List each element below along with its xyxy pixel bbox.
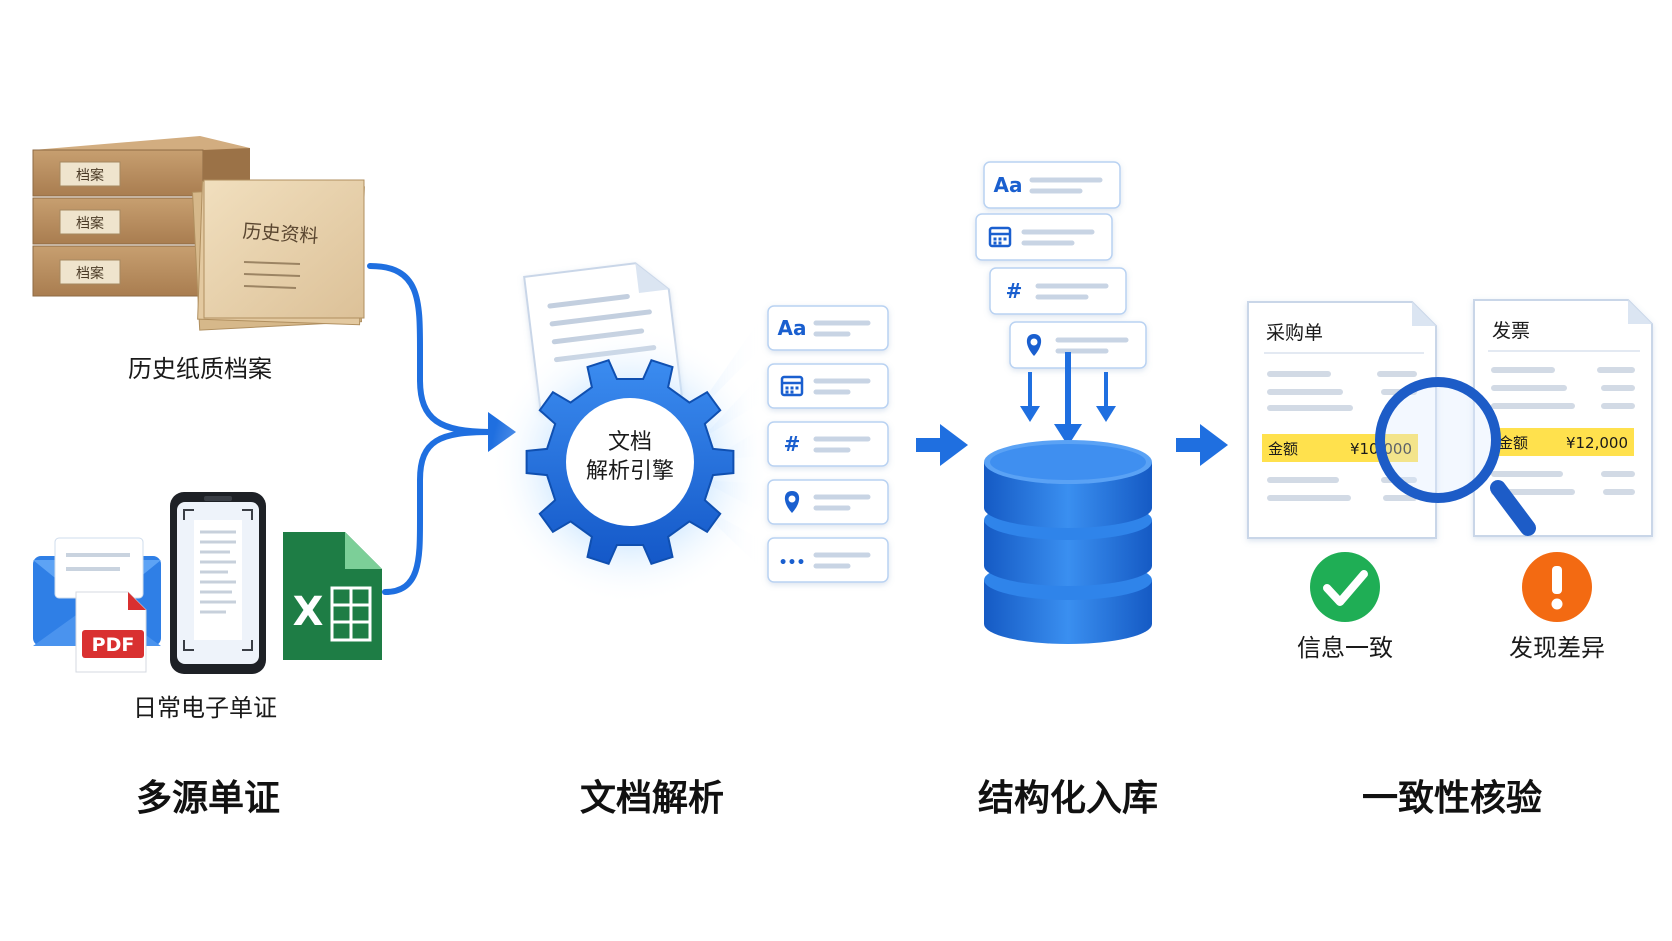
purchase-order-amount-highlight — [1262, 434, 1418, 462]
purchase-order-amount-label: 金额 — [1268, 440, 1298, 458]
more-icon: ••• — [779, 555, 806, 571]
stored-field-text: Aa — [983, 161, 1121, 209]
warning-icon — [1522, 552, 1592, 622]
invoice-amount-highlight — [1494, 428, 1634, 456]
ingest-arrows — [1020, 352, 1116, 446]
parsed-field-text: Aa — [767, 305, 889, 351]
parsed-field-list: Aa # ••• — [767, 305, 889, 583]
parsed-field-calendar — [767, 363, 889, 409]
more-icon-glyph: ••• — [779, 555, 806, 571]
number-icon-glyph: # — [784, 432, 801, 456]
text-icon: Aa — [778, 316, 807, 340]
invoice-title: 发票 — [1492, 320, 1530, 342]
stage-title-parsing: 文档解析 — [580, 778, 724, 819]
pdf-label: PDF — [92, 634, 135, 656]
stage-title-verification: 一致性核验 — [1362, 778, 1542, 819]
magnifier-icon — [1375, 377, 1536, 536]
number-icon: # — [1006, 279, 1023, 303]
archive-box-label: 档案 — [76, 215, 104, 232]
location-icon — [784, 491, 800, 513]
discrepancy-label: 发现差异 — [1509, 634, 1605, 662]
location-icon — [1026, 334, 1042, 356]
calendar-icon — [988, 226, 1012, 248]
excel-icon: X — [283, 532, 382, 660]
archive-box-label: 档案 — [76, 167, 104, 184]
number-icon-glyph: # — [1006, 279, 1023, 303]
archive-paper-title: 历史资料 — [242, 220, 319, 247]
database-icon — [984, 440, 1152, 644]
purchase-order-title: 采购单 — [1266, 322, 1323, 344]
engine-label-line2: 解析引擎 — [586, 459, 674, 484]
stored-field-location — [1009, 321, 1147, 369]
paper-text-lines — [243, 261, 301, 289]
engine-label-line1: 文档 — [608, 430, 652, 455]
stage-title-sources: 多源单证 — [136, 778, 280, 819]
merge-arrows — [367, 263, 493, 595]
archive-box-top: 档案 — [32, 136, 250, 197]
archive-box-label: 档案 — [76, 265, 104, 282]
stored-field-list: Aa # — [975, 161, 1147, 369]
arrow-to-database — [916, 424, 968, 466]
text-icon-glyph: Aa — [994, 173, 1023, 197]
stored-field-number: # — [989, 267, 1127, 315]
electronic-caption: 日常电子单证 — [133, 694, 277, 722]
text-icon-glyph: Aa — [778, 316, 807, 340]
check-icon — [1310, 552, 1380, 622]
archive-paper-stack: 历史资料 — [191, 179, 365, 331]
invoice-document: 发票 金额 ¥12,000 — [1473, 299, 1653, 537]
parsed-field-more: ••• — [767, 537, 889, 583]
stage-title-storage: 结构化入库 — [978, 778, 1158, 819]
stored-field-calendar — [975, 213, 1113, 261]
parsed-field-number: # — [767, 421, 889, 467]
arrow-to-verification — [1176, 424, 1228, 466]
archive-caption: 历史纸质档案 — [128, 355, 272, 383]
calendar-icon — [780, 375, 804, 397]
consistent-label: 信息一致 — [1297, 634, 1393, 662]
phone-scan-icon — [170, 492, 266, 674]
invoice-amount-label: 金额 — [1498, 434, 1528, 452]
text-icon: Aa — [994, 173, 1023, 197]
excel-label: X — [293, 589, 324, 635]
engine-core — [566, 398, 694, 526]
number-icon: # — [784, 432, 801, 456]
invoice-amount-value: ¥12,000 — [1566, 434, 1628, 452]
pdf-icon: PDF — [75, 591, 147, 673]
parsed-field-location — [767, 479, 889, 525]
